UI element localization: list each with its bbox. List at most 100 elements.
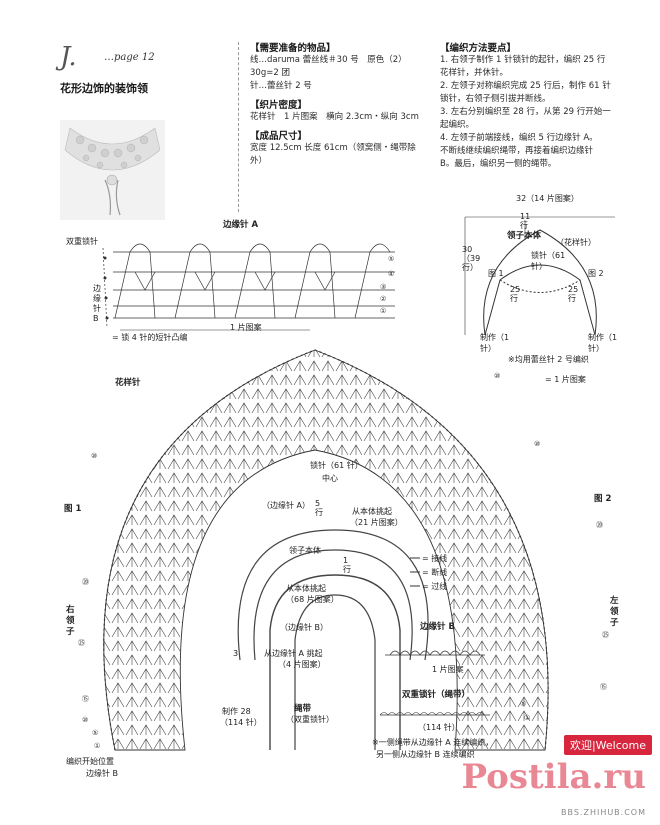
watermark-badge: 欢迎|Welcome xyxy=(563,735,652,755)
row-num: ⑤ xyxy=(388,255,395,263)
method-line: 起编织。 xyxy=(440,120,475,130)
materials-line: 针…蕾丝针 2 号 xyxy=(250,81,312,91)
section-letter: J. xyxy=(60,42,77,72)
assembly-from-a: 从边缘针 A 挑起 xyxy=(264,649,323,658)
double-chain-detail-count: （114 针） xyxy=(418,723,460,732)
method-line: B。最后，编织另一侧的绳带。 xyxy=(440,159,557,169)
fig2-label: 图 2 xyxy=(594,494,612,504)
chain-61-label: 锁针（61 针） xyxy=(310,461,363,470)
assembly-edging-a: （边缘针 A） xyxy=(262,501,311,510)
left-collar-label: 左领子 xyxy=(610,596,619,628)
row-num: ② xyxy=(380,295,387,303)
collar-schematic xyxy=(464,216,615,336)
materials-line: 30g=2 团 xyxy=(250,68,290,78)
watermark: 欢迎|Welcome Postila.ru BBS.ZHIHUB.COM xyxy=(461,735,652,817)
schematic-width: 32（14 片图案） xyxy=(516,194,579,203)
materials-block: 【需要准备的物品】 线…daruma 蕾丝线＃30 号 原色（2） 30g=2 … xyxy=(250,40,425,168)
method-line: 3. 左右分别编织至 28 行，从第 29 行开始一 xyxy=(440,107,611,117)
method-line: 花样针，并休针。 xyxy=(440,68,509,78)
column-divider xyxy=(238,42,240,212)
schematic-h25-left: 25 行 xyxy=(510,285,521,303)
motif-one-right: = 1 片图案 xyxy=(545,375,586,384)
materials-line: 线…daruma 蕾丝线＃30 号 原色（2） xyxy=(250,55,407,65)
gauge-heading: 【织片密度】 xyxy=(250,100,308,111)
legend-join: = 接线 xyxy=(422,554,448,563)
method-heading: 【编织方法要点】 xyxy=(440,43,517,54)
materials-heading: 【需要准备的物品】 xyxy=(250,43,336,54)
center-label: 中心 xyxy=(322,474,338,483)
collar-photo xyxy=(60,120,165,220)
schematic-fig2: 图 2 xyxy=(588,269,604,278)
pattern-stitch-label: 花样针 xyxy=(115,378,141,388)
schematic-hook-note: ※均用蕾丝针 2 号编织 xyxy=(508,355,589,364)
row-num: ④ xyxy=(388,270,395,278)
schematic-fig1: 图 1 xyxy=(488,269,504,278)
double-chain-note: ※一侧绳带从边缘针 A 连续编织， xyxy=(372,738,494,747)
row-num: ⑩ xyxy=(494,372,501,380)
collar-chart xyxy=(103,349,549,751)
legend-cut: = 断线 xyxy=(422,568,448,577)
double-chain-label: 双重锁针 xyxy=(66,237,98,246)
row-num: ⑮ xyxy=(600,683,607,691)
assembly-from-a-count: （4 片图案） xyxy=(278,660,326,669)
schematic-rows-11: 11 行 xyxy=(520,212,531,230)
method-block: 【编织方法要点】 1. 右领子制作 1 针锁针的起针，编织 25 行 花样针，并… xyxy=(440,40,640,171)
assembly-pickup-body: 从本体挑起 xyxy=(352,507,392,516)
motif-one-label: 1 片图案 xyxy=(230,323,262,332)
assembly-pickup-body-count: （21 片图案） xyxy=(350,518,403,527)
watermark-brand: Postila.ru xyxy=(461,757,646,797)
row-num: ⑩ xyxy=(534,440,541,448)
method-line: 4. 左领子前端接线，编织 5 行边缘针 A。 xyxy=(440,133,598,143)
assembly-num3: 3 xyxy=(233,649,239,658)
size-heading: 【成品尺寸】 xyxy=(250,131,308,142)
edging-b-bottom-label: 边缘针 B xyxy=(86,769,119,778)
double-chain-detail-title: 双重锁针（绳带） xyxy=(402,690,471,700)
assembly-pickup-body2-count: （68 片图案） xyxy=(286,595,339,604)
schematic-make-right: 制作（1 针） xyxy=(588,333,618,353)
row-num: ⑤ xyxy=(520,700,527,708)
assembly-make-28: 制作 28 xyxy=(222,707,251,716)
row-num: ⑤ xyxy=(92,729,99,737)
schematic-make-left: 制作（1 针） xyxy=(480,333,510,353)
assembly-cord: 绳带 xyxy=(294,704,312,714)
edging-b-side-label: 边缘针 B xyxy=(93,284,101,323)
row-num: ① xyxy=(524,714,531,722)
row-num: ⑩ xyxy=(91,452,98,460)
assembly-collar-body: 领子本体 xyxy=(289,546,321,555)
double-chain-note: 另一侧从边缘针 B 连续编织 xyxy=(376,750,475,759)
row-num: ㉕ xyxy=(78,639,85,647)
method-line: 2. 左领子对称编织完成 25 行后，制作 61 针 xyxy=(440,81,611,91)
page-reference: …page 12 xyxy=(104,52,155,63)
method-line: 锁针，右领子侧引拔并断线。 xyxy=(440,94,551,104)
assembly-make-114: （114 针） xyxy=(220,718,262,727)
size-line: 宽度 12.5cm 长度 61cm（领窝侧・绳带除外） xyxy=(250,143,416,166)
assembly-rows5: 5 行 xyxy=(315,499,323,517)
assembly-pickup-body2: 从本体挑起 xyxy=(286,584,326,593)
edging-a-chart xyxy=(102,243,395,331)
schematic-body: 领子本体 xyxy=(507,231,542,241)
edging-b-detail-motif: 1 片图案 xyxy=(432,665,464,674)
schematic-body-stitch: （花样针） xyxy=(556,238,596,247)
fig1-label: 图 1 xyxy=(64,504,82,514)
schematic-height: 30（39 行） xyxy=(462,245,481,272)
row-num: ① xyxy=(94,742,101,750)
method-line: 不断线继续编织绳带，再接着编织边缘针 xyxy=(440,146,594,156)
right-collar-label: 右领子 xyxy=(66,605,75,637)
page-title: 花形边饰的装饰领 xyxy=(60,82,148,95)
row-num: ㉕ xyxy=(602,631,609,639)
schematic-chain: 锁针（61 针） xyxy=(531,251,566,271)
edging-b-detail-title: 边缘针 B xyxy=(420,622,455,632)
legend-slip: = 过线 xyxy=(422,582,448,591)
row-num: ⑳ xyxy=(82,578,89,586)
watermark-url: BBS.ZHIHUB.COM xyxy=(561,808,646,817)
row-num: ⑮ xyxy=(82,695,89,703)
schematic-h25-right: 25 行 xyxy=(568,285,579,303)
method-line: 1. 右领子制作 1 针锁针的起针，编织 25 行 xyxy=(440,55,606,65)
row-num: ③ xyxy=(380,283,387,291)
assembly-edging-b: （边缘针 B） xyxy=(280,623,329,632)
gauge-line: 花样针 1 片图案 横向 2.3cm・纵向 3cm xyxy=(250,112,419,122)
start-position-label: 编织开始位置 xyxy=(66,757,114,766)
edging-a-label: 边缘针 A xyxy=(223,220,259,230)
picot-note: = 锁 4 针的短针凸编 xyxy=(112,333,188,342)
assembly-rows1: 1 行 xyxy=(343,556,351,574)
